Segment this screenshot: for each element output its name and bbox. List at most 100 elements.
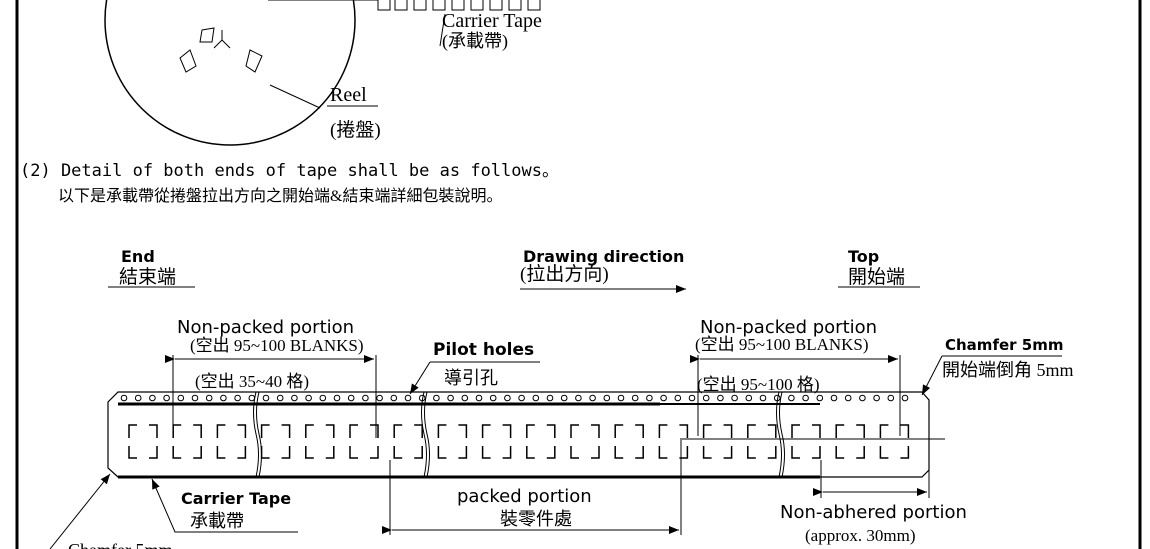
pilot-hole xyxy=(589,394,596,402)
pilot-hole xyxy=(844,394,852,402)
pilot-hole xyxy=(475,394,483,402)
tape-pocket xyxy=(658,424,689,459)
pilot-hole xyxy=(376,394,383,402)
nonpacked-left-zh: (空出 35~40 格) xyxy=(195,372,309,391)
tape-pocket xyxy=(260,424,291,459)
pilot-hole xyxy=(291,394,298,402)
pilot-hole xyxy=(816,394,824,402)
reel-carrier-tape-zh: (承載帶) xyxy=(442,31,508,52)
pilot-hole xyxy=(532,394,540,402)
pilot-hole xyxy=(504,394,511,402)
pilot-hole xyxy=(688,394,696,402)
nonpacked-right-label: Non-packed portion xyxy=(700,317,877,338)
tape-pocket xyxy=(747,424,777,459)
pilot-hole xyxy=(433,394,440,402)
note-line-1: (2) Detail of both ends of tape shall be… xyxy=(20,161,559,181)
nonpacked-left-sub: (空出 95~100 BLANKS) xyxy=(190,336,364,355)
reel-label: Reel xyxy=(330,84,367,106)
pilot-hole xyxy=(802,394,809,402)
pilot-hole xyxy=(149,394,156,402)
pilot-hole xyxy=(887,394,895,402)
nonpacked-left-label: Non-packed portion xyxy=(177,317,354,338)
pilot-hole xyxy=(163,394,170,402)
pilot-hole xyxy=(603,394,611,402)
chamfer-left-label: Chamfer 5mm xyxy=(68,540,172,549)
pilot-hole xyxy=(404,394,412,402)
packed-portion-label: packed portion xyxy=(457,486,592,507)
pilot-hole xyxy=(859,394,866,402)
pilot-hole xyxy=(347,394,355,402)
pilot-hole xyxy=(319,394,327,402)
tape-pocket xyxy=(128,424,158,459)
tape-pocket xyxy=(879,424,910,459)
reel-carrier-tape-label: Carrier Tape xyxy=(442,10,542,32)
nonpacked-right-sub: (空出 95~100 BLANKS) xyxy=(695,335,869,354)
pilot-hole xyxy=(759,394,767,402)
chamfer-right-zh: 開始端倒角 5mm xyxy=(942,360,1074,380)
pilot-hole xyxy=(518,394,525,402)
pilot-hole xyxy=(418,394,426,402)
pilot-hole xyxy=(873,394,880,402)
tape-pocket xyxy=(393,424,423,459)
pilot-hole xyxy=(390,394,398,402)
tape-pocket xyxy=(702,424,733,459)
nonpacked-right-zh: (空出 95~100 格) xyxy=(697,375,820,394)
carrier-tape-label: Carrier Tape xyxy=(181,489,291,508)
top-label: Top xyxy=(848,247,879,266)
chamfer-right-label: Chamfer 5mm xyxy=(945,336,1063,354)
tape-pocket xyxy=(570,424,600,459)
reel-illustration xyxy=(104,0,541,146)
tape-pocket xyxy=(481,424,512,459)
pilot-hole xyxy=(305,394,312,402)
carrier-tape-zh: 承載帶 xyxy=(190,511,244,531)
tape-pocket xyxy=(791,424,821,459)
tape-pocket xyxy=(216,424,247,459)
pilot-hole xyxy=(362,394,369,402)
pilot-hole xyxy=(120,394,128,402)
tape-pocket xyxy=(835,424,865,459)
pilot-hole xyxy=(674,394,682,402)
carrier-tape-illustration xyxy=(107,391,945,479)
pilot-hole xyxy=(660,394,667,402)
pilot-hole xyxy=(617,394,625,402)
pilot-hole xyxy=(773,394,781,402)
pilot-hole xyxy=(220,394,227,402)
tape-pocket xyxy=(437,424,468,459)
pilot-hole xyxy=(262,394,270,402)
direction-label-zh: (拉出方向) xyxy=(520,263,609,285)
non-abhered-label: Non-abhered portion xyxy=(780,502,967,523)
pilot-hole xyxy=(731,394,738,402)
pilot-hole xyxy=(234,394,241,402)
pilot-hole xyxy=(575,394,582,402)
pilot-hole xyxy=(248,394,256,402)
tape-pocket xyxy=(349,424,379,459)
pilot-hole xyxy=(830,394,838,402)
tape-pocket xyxy=(305,424,335,459)
pilot-hole xyxy=(631,394,639,402)
pilot-hole xyxy=(560,394,568,402)
non-abhered-sub: (approx. 30mm) xyxy=(805,526,915,545)
reel-label-zh: (捲盤) xyxy=(330,119,381,141)
direction-label: Drawing direction xyxy=(523,247,684,266)
pilot-hole xyxy=(276,394,284,402)
note-line-2: 以下是承載帶從捲盤拉出方向之開始端&結束端詳細包裝說明。 xyxy=(58,187,502,205)
pilot-hole xyxy=(745,394,753,402)
pilot-hole xyxy=(788,394,795,402)
pilot-hole xyxy=(717,394,724,402)
pilot-hole xyxy=(134,394,142,402)
pilot-hole xyxy=(191,394,199,402)
tape-pocket xyxy=(614,424,644,459)
pilot-hole xyxy=(901,394,909,402)
end-label: End xyxy=(121,247,155,266)
pilot-hole xyxy=(177,394,185,402)
pilot-holes-zh: 導引孔 xyxy=(444,368,498,388)
pilot-hole xyxy=(205,394,213,402)
tape-pocket xyxy=(526,424,556,459)
pilot-hole xyxy=(447,394,454,402)
pilot-hole xyxy=(702,394,710,402)
pilot-hole xyxy=(333,394,341,402)
pilot-hole xyxy=(489,394,497,402)
tape-pocket xyxy=(172,424,202,459)
